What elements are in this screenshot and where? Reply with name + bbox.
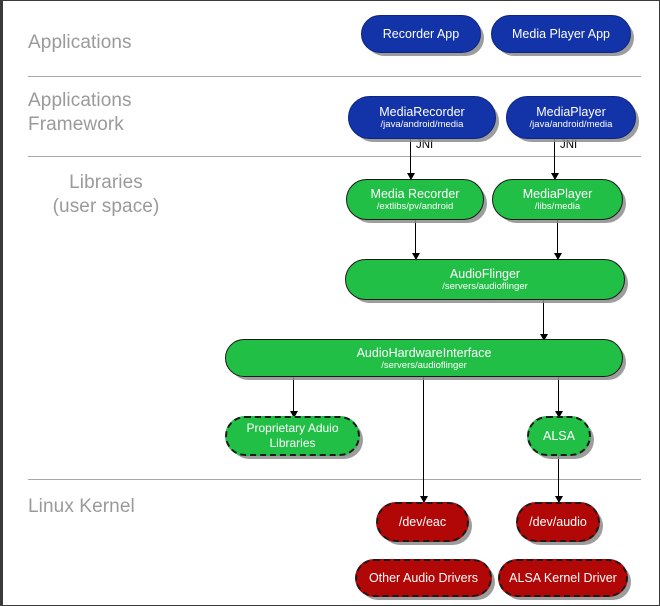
node-mediarecorder-framework-path: /java/android/media bbox=[380, 119, 464, 130]
node-audiohardwareinterface[interactable]: AudioHardwareInterface /servers/audiofli… bbox=[225, 339, 623, 377]
node-media-player-app-title: Media Player App bbox=[512, 27, 610, 41]
node-mediarecorder-framework-title: MediaRecorder bbox=[379, 105, 465, 119]
node-other-audio-drivers[interactable]: Other Audio Drivers bbox=[355, 559, 492, 597]
layer-label-applications: Applications bbox=[28, 32, 132, 53]
arrowhead-mediarecorder-to-audioflinger bbox=[411, 253, 420, 260]
arrowhead-mediaplayer-to-audioflinger bbox=[553, 253, 562, 260]
node-mediaplayer-framework[interactable]: MediaPlayer /java/android/media bbox=[506, 96, 636, 139]
connector-ahi-to-alsa bbox=[558, 377, 559, 417]
node-mediaplayer-library[interactable]: MediaPlayer /libs/media bbox=[492, 179, 623, 220]
divider-framework bbox=[28, 156, 641, 157]
node-mediaplayer-library-title: MediaPlayer bbox=[522, 187, 593, 201]
layer-label-libraries: Libraries (user space) bbox=[52, 172, 160, 217]
jni-label-left: JNI bbox=[416, 139, 434, 151]
node-audioflinger-path: /servers/audioflinger bbox=[442, 281, 528, 292]
node-alsa-title: ALSA bbox=[543, 429, 575, 443]
arrowhead-mediaplayer-jni bbox=[550, 173, 559, 180]
node-mediarecorder-framework[interactable]: MediaRecorder /java/android/media bbox=[348, 96, 496, 139]
arrowhead-alsa-to-dev-audio bbox=[554, 496, 563, 503]
connector-audioflinger-to-audiohardwareinterface bbox=[543, 300, 544, 340]
node-dev-audio-title: /dev/audio bbox=[529, 515, 587, 529]
jni-label-right: JNI bbox=[560, 139, 578, 151]
node-audioflinger[interactable]: AudioFlinger /servers/audioflinger bbox=[345, 259, 625, 300]
node-mediaplayer-framework-title: MediaPlayer bbox=[536, 105, 606, 119]
arrowhead-ahi-to-proprietary-libs bbox=[289, 411, 298, 418]
arrowhead-ahi-to-dev-eac bbox=[419, 496, 428, 503]
node-media-recorder-library[interactable]: Media Recorder /extlibs/pv/android bbox=[346, 179, 484, 220]
arrowhead-mediarecorder-jni bbox=[406, 173, 415, 180]
connector-mediarecorder-jni bbox=[410, 139, 411, 179]
node-alsa[interactable]: ALSA bbox=[527, 416, 591, 456]
node-media-recorder-library-path: /extlibs/pv/android bbox=[376, 201, 454, 212]
node-media-recorder-library-title: Media Recorder bbox=[370, 187, 460, 201]
node-proprietary-audio-libraries-title: Proprietary Aduio Libraries bbox=[246, 421, 339, 450]
node-mediaplayer-framework-path: /java/android/media bbox=[529, 119, 613, 130]
node-alsa-kernel-driver[interactable]: ALSA Kernel Driver bbox=[498, 559, 628, 597]
connector-mediaplayer-to-audioflinger bbox=[557, 220, 558, 259]
node-audiohardwareinterface-path: /servers/audioflinger bbox=[381, 359, 467, 371]
connector-ahi-to-proprietary-libs bbox=[293, 377, 294, 417]
node-proprietary-audio-libraries[interactable]: Proprietary Aduio Libraries bbox=[225, 416, 360, 456]
node-mediaplayer-library-path: /libs/media bbox=[534, 201, 581, 212]
layer-label-linux-kernel: Linux Kernel bbox=[28, 496, 135, 517]
node-media-player-app[interactable]: Media Player App bbox=[491, 15, 631, 53]
node-audioflinger-title: AudioFlinger bbox=[449, 267, 521, 281]
node-dev-audio[interactable]: /dev/audio bbox=[516, 502, 600, 542]
node-alsa-kernel-driver-title: ALSA Kernel Driver bbox=[509, 571, 617, 585]
node-other-audio-drivers-title: Other Audio Drivers bbox=[368, 571, 479, 585]
arrowhead-audioflinger-to-audiohardwareinterface bbox=[539, 334, 548, 341]
divider-linux-kernel bbox=[28, 479, 641, 480]
node-audiohardwareinterface-title: AudioHardwareInterface bbox=[356, 345, 492, 360]
arrowhead-ahi-to-alsa bbox=[554, 411, 563, 418]
node-dev-eac-title: /dev/eac bbox=[398, 515, 447, 529]
divider-applications bbox=[28, 76, 641, 77]
node-recorder-app-title: Recorder App bbox=[382, 27, 460, 41]
connector-ahi-to-dev-eac bbox=[423, 377, 424, 502]
connector-mediarecorder-to-audioflinger bbox=[415, 220, 416, 259]
connector-alsa-to-dev-audio bbox=[558, 456, 559, 502]
node-dev-eac[interactable]: /dev/eac bbox=[376, 502, 469, 542]
connector-mediaplayer-jni bbox=[554, 139, 555, 179]
layer-label-applications-framework: Applications Framework bbox=[28, 90, 132, 135]
node-recorder-app[interactable]: Recorder App bbox=[361, 15, 481, 53]
